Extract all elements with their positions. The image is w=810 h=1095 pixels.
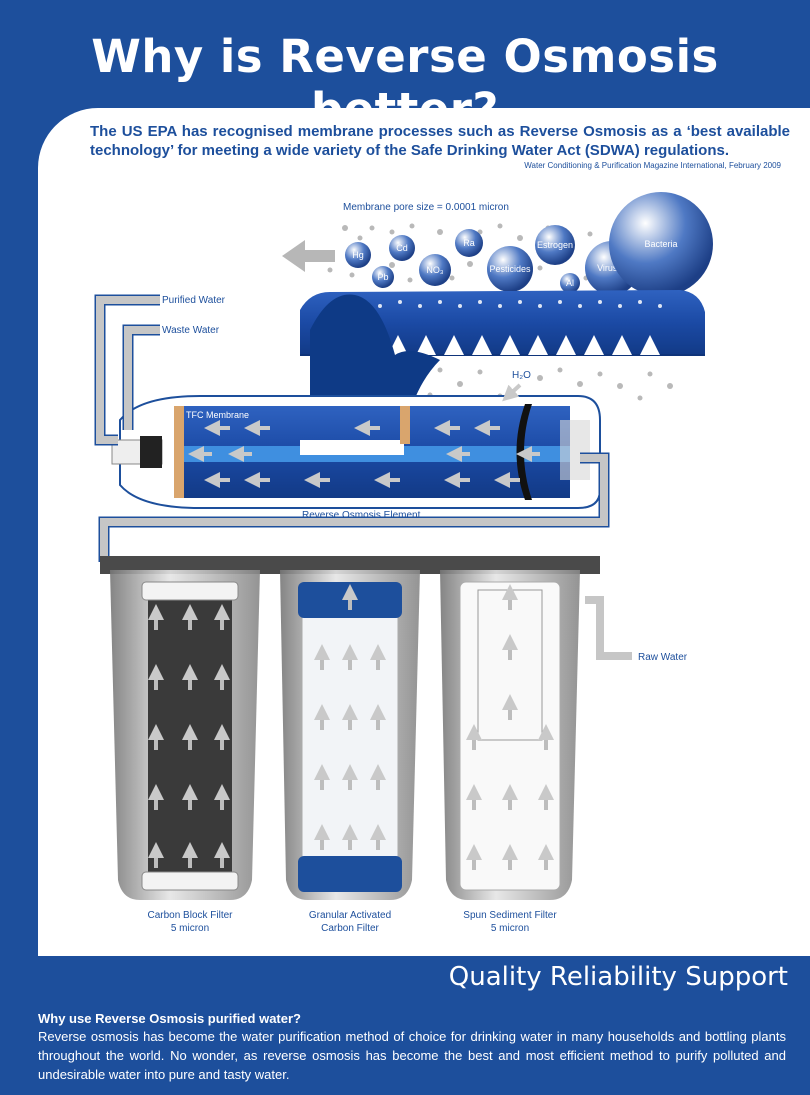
filter-2-spec: Carbon Filter (321, 923, 379, 934)
svg-text:Al: Al (566, 278, 574, 288)
filter-gac (280, 570, 420, 900)
filter-1-spec: 5 micron (171, 923, 209, 934)
raw-water-label: Raw Water (638, 652, 688, 663)
filter-3-spec: 5 micron (491, 923, 529, 934)
contaminant-pb: Pb (372, 266, 394, 288)
filter-1-name: Carbon Block Filter (147, 910, 233, 921)
intro-text: The US EPA has recognised membrane proce… (90, 123, 790, 159)
tfc-membrane-label: TFC Membrane (186, 410, 249, 420)
svg-text:Estrogen: Estrogen (537, 240, 573, 250)
footer-question: Why use Reverse Osmosis purified water? (38, 1011, 301, 1026)
svg-text:Hg: Hg (352, 250, 364, 260)
filter-flow-arrows (148, 584, 554, 870)
contaminant-bacteria: Bacteria (609, 192, 713, 296)
filter-3-name: Spun Sediment Filter (463, 910, 557, 921)
contaminant-cd: Cd (389, 235, 415, 261)
h2o-label: H₂O (512, 370, 531, 381)
contaminant-no3: NO₃ (419, 254, 451, 286)
filter-manifold (100, 556, 600, 574)
pore-size-label: Membrane pore size = 0.0001 micron (343, 202, 509, 213)
ro-element-label: Reverse Osmosis Element (302, 510, 421, 521)
contaminant-estrogen: Estrogen (535, 225, 575, 265)
contaminant-al: Al (560, 273, 580, 293)
filter-carbon-block (110, 570, 260, 900)
tagline: Quality Reliability Support (448, 962, 788, 992)
footer-body: Reverse osmosis has become the water pur… (38, 1029, 786, 1082)
svg-text:Pesticides: Pesticides (489, 264, 531, 274)
svg-text:Bacteria: Bacteria (644, 239, 677, 249)
pipes (96, 296, 632, 660)
ro-flow-arrows (188, 420, 540, 488)
svg-text:Viruses: Viruses (597, 263, 627, 273)
svg-text:Pb: Pb (377, 272, 388, 282)
waste-water-label: Waste Water (162, 325, 220, 336)
filter-spun-sediment (440, 570, 580, 900)
flow-arrow-large (282, 240, 335, 272)
contaminant-hg: Hg (345, 242, 371, 268)
svg-text:Ra: Ra (463, 238, 475, 248)
contaminant-ra: Ra (455, 229, 483, 257)
svg-text:NO₃: NO₃ (426, 265, 444, 275)
purified-water-label: Purified Water (162, 295, 226, 306)
contaminant-pesticides: Pesticides (487, 246, 533, 292)
ro-diagram: Hg Pb Cd NO₃ Ra Pesticides Estrogen Al V… (94, 192, 713, 934)
svg-text:Cd: Cd (396, 243, 408, 253)
source-citation: Water Conditioning & Purification Magazi… (524, 161, 781, 170)
filter-2-name: Granular Activated (309, 910, 391, 921)
